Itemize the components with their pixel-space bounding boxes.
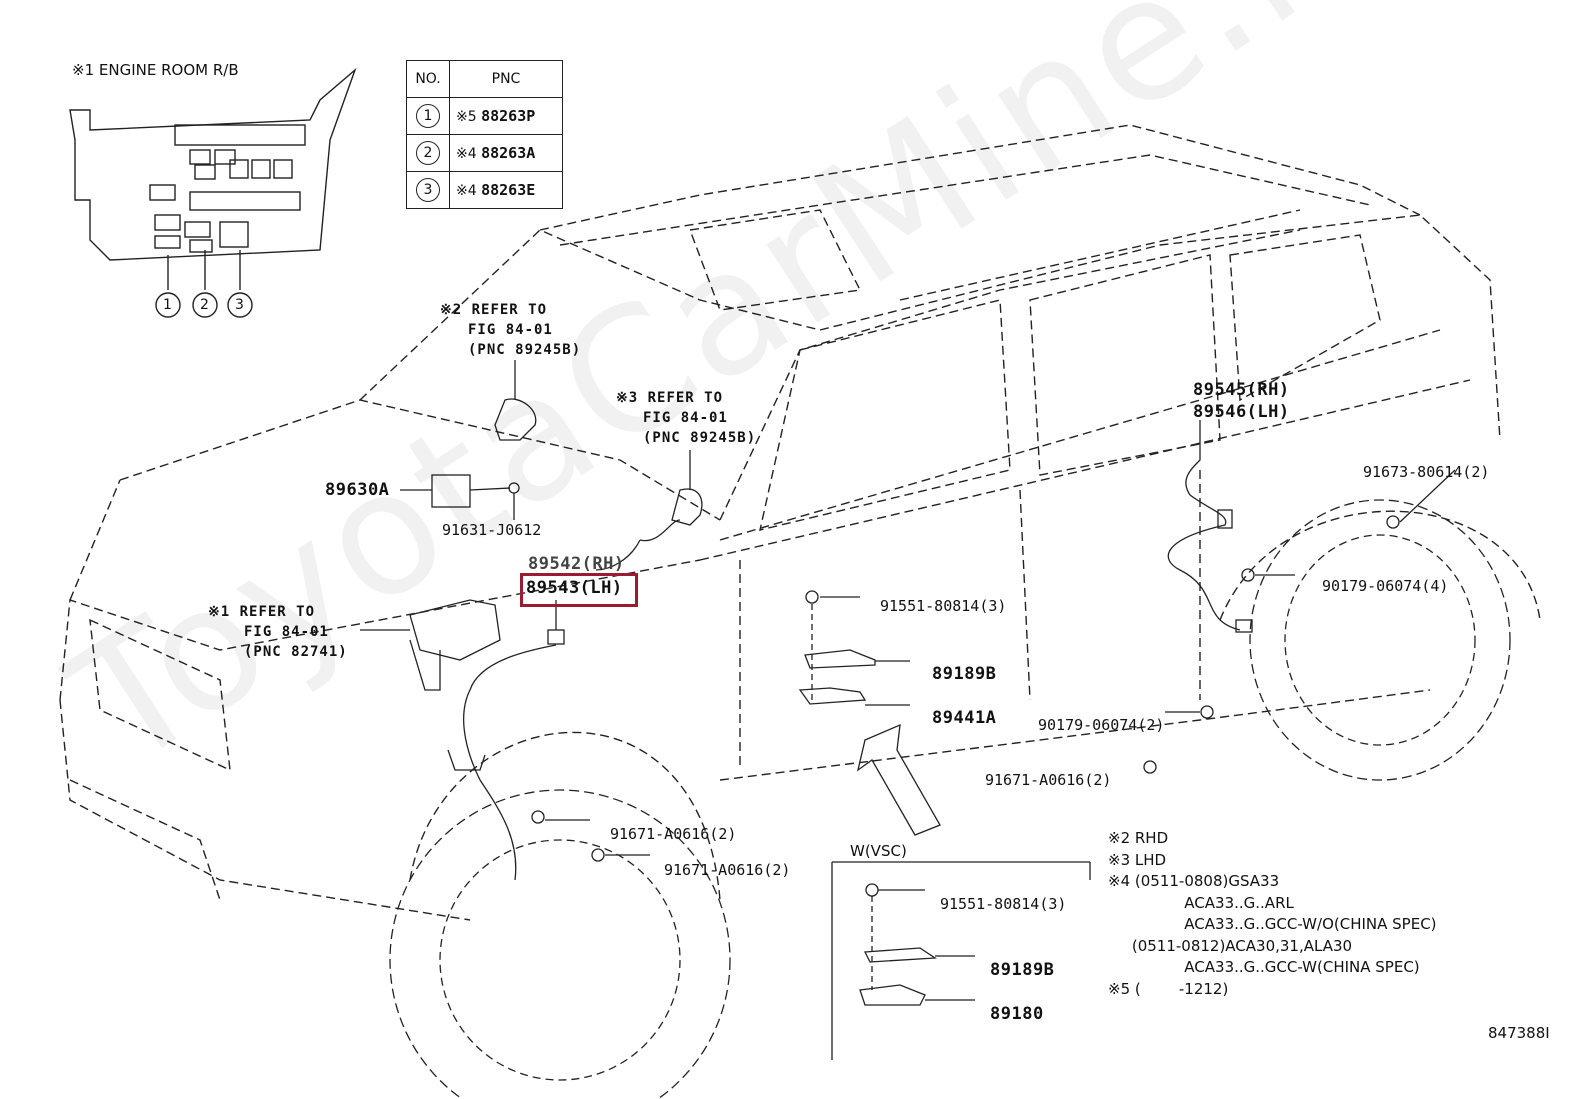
pnc-table-header: NO. PNC <box>406 60 563 98</box>
ref2-line1[interactable]: ※2 REFER TO <box>440 302 548 318</box>
callout-2: 2 <box>200 297 209 313</box>
part-91551-80814[interactable]: 91551-80814(3) <box>880 597 1007 615</box>
part-90179-06074-4[interactable]: 90179-06074(4) <box>1322 577 1449 595</box>
vsc-part-91551-80814[interactable]: 91551-80814(3) <box>940 895 1067 913</box>
row-note: ※4 <box>456 183 477 199</box>
ref3-line1[interactable]: ※3 REFER TO <box>616 390 724 406</box>
ref1-line1[interactable]: ※1 REFER TO <box>208 604 316 620</box>
table-row[interactable]: 3 ※4 88263E <box>406 171 563 209</box>
relay-box-drawing <box>69 67 357 318</box>
part-91671-A0616-front1[interactable]: 91671-A0616(2) <box>610 825 737 843</box>
vsc-part-89180[interactable]: 89180 <box>990 1004 1044 1024</box>
header-no: NO. <box>406 60 450 98</box>
ref2-line3[interactable]: (PNC 89245B) <box>468 342 582 358</box>
note-line: ※2 RHD <box>1108 829 1169 847</box>
part-89545[interactable]: 89545(RH) <box>1193 380 1290 400</box>
row-pnc: 88263A <box>481 144 536 162</box>
figure-id: 847388I <box>1488 1024 1550 1042</box>
ref2-line2[interactable]: FIG 84-01 <box>468 322 553 338</box>
wheels <box>389 499 1511 1099</box>
note-line: ※3 LHD <box>1108 850 1167 869</box>
part-91671-A0616-rear[interactable]: 91671-A0616(2) <box>985 771 1112 789</box>
ref3-line2[interactable]: FIG 84-01 <box>643 410 728 426</box>
engine-room-title: ※1 ENGINE ROOM R/B <box>72 61 239 79</box>
ref3-line3[interactable]: (PNC 89245B) <box>643 430 757 446</box>
component-drawings <box>360 360 1456 1060</box>
row-number: 1 <box>416 104 440 128</box>
vsc-part-89189B[interactable]: 89189B <box>990 960 1055 980</box>
note-line: ACA33..G..ARL <box>1108 893 1294 912</box>
part-89542[interactable]: 89542(RH) <box>528 554 625 574</box>
row-number: 3 <box>416 178 440 202</box>
row-number: 2 <box>416 141 440 165</box>
table-row[interactable]: 1 ※5 88263P <box>406 97 563 135</box>
row-note: ※5 <box>456 109 477 125</box>
part-91631-J0612[interactable]: 91631-J0612 <box>442 521 542 539</box>
note-line: ACA33..G..GCC-W/O(CHINA SPEC) <box>1108 915 1437 933</box>
part-89189B[interactable]: 89189B <box>932 664 997 684</box>
note-line: (0511-0812)ACA30,31,ALA30 <box>1108 936 1353 955</box>
note-line: ACA33..G..GCC-W(CHINA SPEC) <box>1108 958 1420 976</box>
table-row[interactable]: 2 ※4 88263A <box>406 134 563 172</box>
vsc-title: W(VSC) <box>850 842 907 860</box>
row-note: ※4 <box>456 146 477 162</box>
notes-block: ※2 RHD ※3 LHD ※4 (0511-0808)GSA33 ACA33.… <box>1108 828 1437 1000</box>
part-89543[interactable]: 89543(LH) <box>526 578 623 598</box>
part-89441A[interactable]: 89441A <box>932 708 997 728</box>
highlight-box <box>520 573 638 607</box>
part-89630A[interactable]: 89630A <box>325 480 390 500</box>
part-91671-A0616-front2[interactable]: 91671-A0616(2) <box>664 861 791 879</box>
callout-1: 1 <box>163 297 172 313</box>
note-line: ※4 (0511-0808)GSA33 <box>1108 872 1280 890</box>
row-pnc: 88263P <box>481 107 536 125</box>
callout-3: 3 <box>235 297 244 313</box>
note-line: ※5 ( -1212) <box>1108 979 1229 998</box>
ref1-line3[interactable]: (PNC 82741) <box>244 644 348 660</box>
part-89546[interactable]: 89546(LH) <box>1193 402 1290 422</box>
part-90179-06074-2[interactable]: 90179-06074(2) <box>1038 716 1165 734</box>
row-pnc: 88263E <box>481 181 536 199</box>
ref1-line2[interactable]: FIG 84-01 <box>244 624 329 640</box>
part-91673-80614[interactable]: 91673-80614(2) <box>1363 463 1490 481</box>
car-body-outline <box>59 124 1541 921</box>
header-pnc: PNC <box>449 60 563 98</box>
pnc-table: NO. PNC 1 ※5 88263P 2 ※4 88263A 3 ※4 882… <box>406 60 563 209</box>
